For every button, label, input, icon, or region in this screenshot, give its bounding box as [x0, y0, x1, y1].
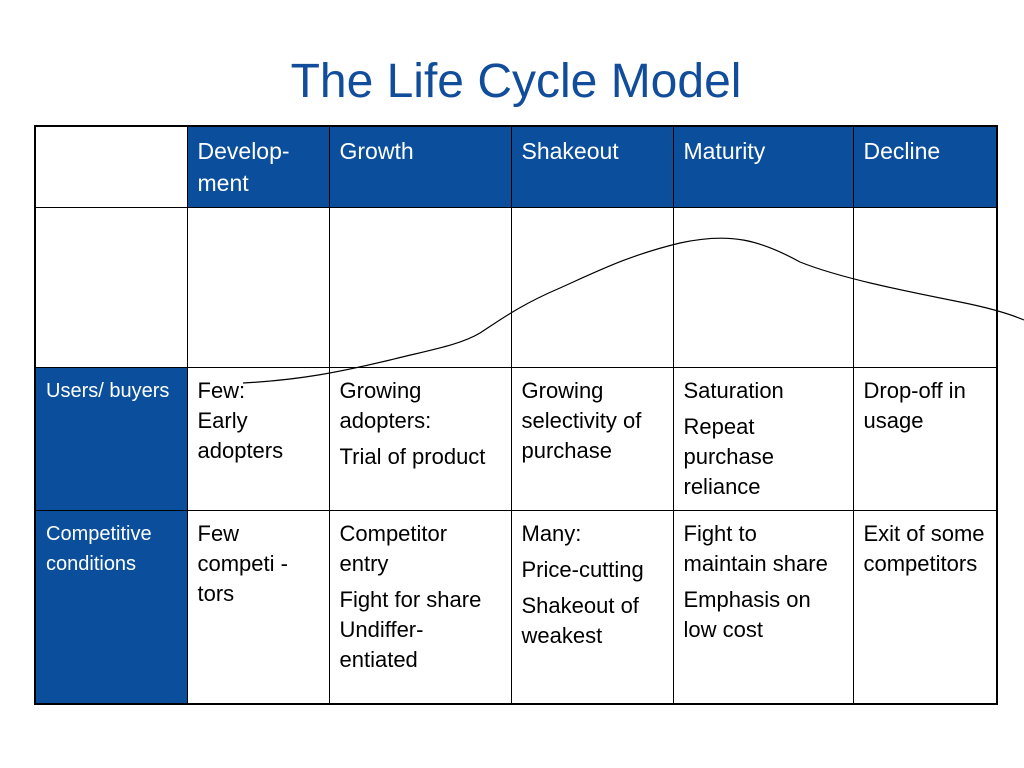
users-maturity-cell: Saturation Repeat purchase reliance — [672, 367, 854, 511]
cell-text: Shakeout of weakest — [521, 593, 639, 648]
row-label-users: Users/ buyers — [34, 367, 188, 511]
curve-cell-decline — [852, 207, 998, 368]
curve-cell-label — [34, 207, 188, 368]
users-growth-cell: Growing adopters: Trial of product — [328, 367, 512, 511]
competitive-growth-cell: Competitor entry Fight for share Undiffe… — [328, 510, 512, 705]
header-decline: Decline — [852, 125, 998, 208]
cell-text: Few: — [197, 378, 246, 403]
cell-text: Many: — [521, 521, 582, 546]
users-row: Users/ buyers Few: Early adopters Growin… — [34, 367, 998, 511]
cell-text: Saturation — [683, 378, 784, 403]
corner-cell — [34, 125, 188, 208]
curve-cell-maturity — [672, 207, 854, 368]
life-cycle-table: Develop-ment Growth Shakeout Maturity De… — [34, 125, 998, 705]
header-growth: Growth — [328, 125, 512, 208]
users-decline-cell: Drop-off in usage — [852, 367, 998, 511]
curve-row — [34, 207, 998, 368]
cell-text: Exit of some competitors — [863, 521, 985, 576]
cell-text: Trial of product — [339, 444, 486, 469]
cell-text: Early adopters — [197, 408, 284, 463]
curve-cell-shakeout — [510, 207, 674, 368]
header-maturity: Maturity — [672, 125, 854, 208]
slide-title: The Life Cycle Model — [290, 55, 742, 108]
users-development-cell: Few: Early adopters — [186, 367, 330, 511]
cell-text: Fight for share Undiffer-entiated — [339, 587, 482, 672]
cell-text: Repeat purchase reliance — [683, 414, 775, 499]
cell-text: Competitor entry — [339, 521, 448, 576]
header-development: Develop-ment — [186, 125, 330, 208]
cell-text: Price-cutting — [521, 557, 644, 582]
header-row: Develop-ment Growth Shakeout Maturity De… — [34, 125, 998, 208]
competitive-decline-cell: Exit of some competitors — [852, 510, 998, 705]
users-shakeout-cell: Growing selectivity of purchase — [510, 367, 674, 511]
cell-text: Growing adopters: — [339, 378, 432, 433]
competitive-development-cell: Few competi - tors — [186, 510, 330, 705]
curve-cell-development — [186, 207, 330, 368]
curve-cell-growth — [328, 207, 512, 368]
cell-text: Drop-off in usage — [863, 378, 966, 433]
header-shakeout: Shakeout — [510, 125, 674, 208]
cell-text: Growing selectivity of purchase — [521, 378, 642, 463]
competitive-maturity-cell: Fight to maintain share Emphasis on low … — [672, 510, 854, 705]
cell-text: Emphasis on low cost — [683, 587, 811, 642]
cell-text: Few competi - tors — [197, 521, 288, 606]
cell-text: Fight to maintain share — [683, 521, 828, 576]
competitive-shakeout-cell: Many: Price-cutting Shakeout of weakest — [510, 510, 674, 705]
competitive-row: Competitive conditions Few competi - tor… — [34, 510, 998, 705]
row-label-competitive: Competitive conditions — [34, 510, 188, 705]
